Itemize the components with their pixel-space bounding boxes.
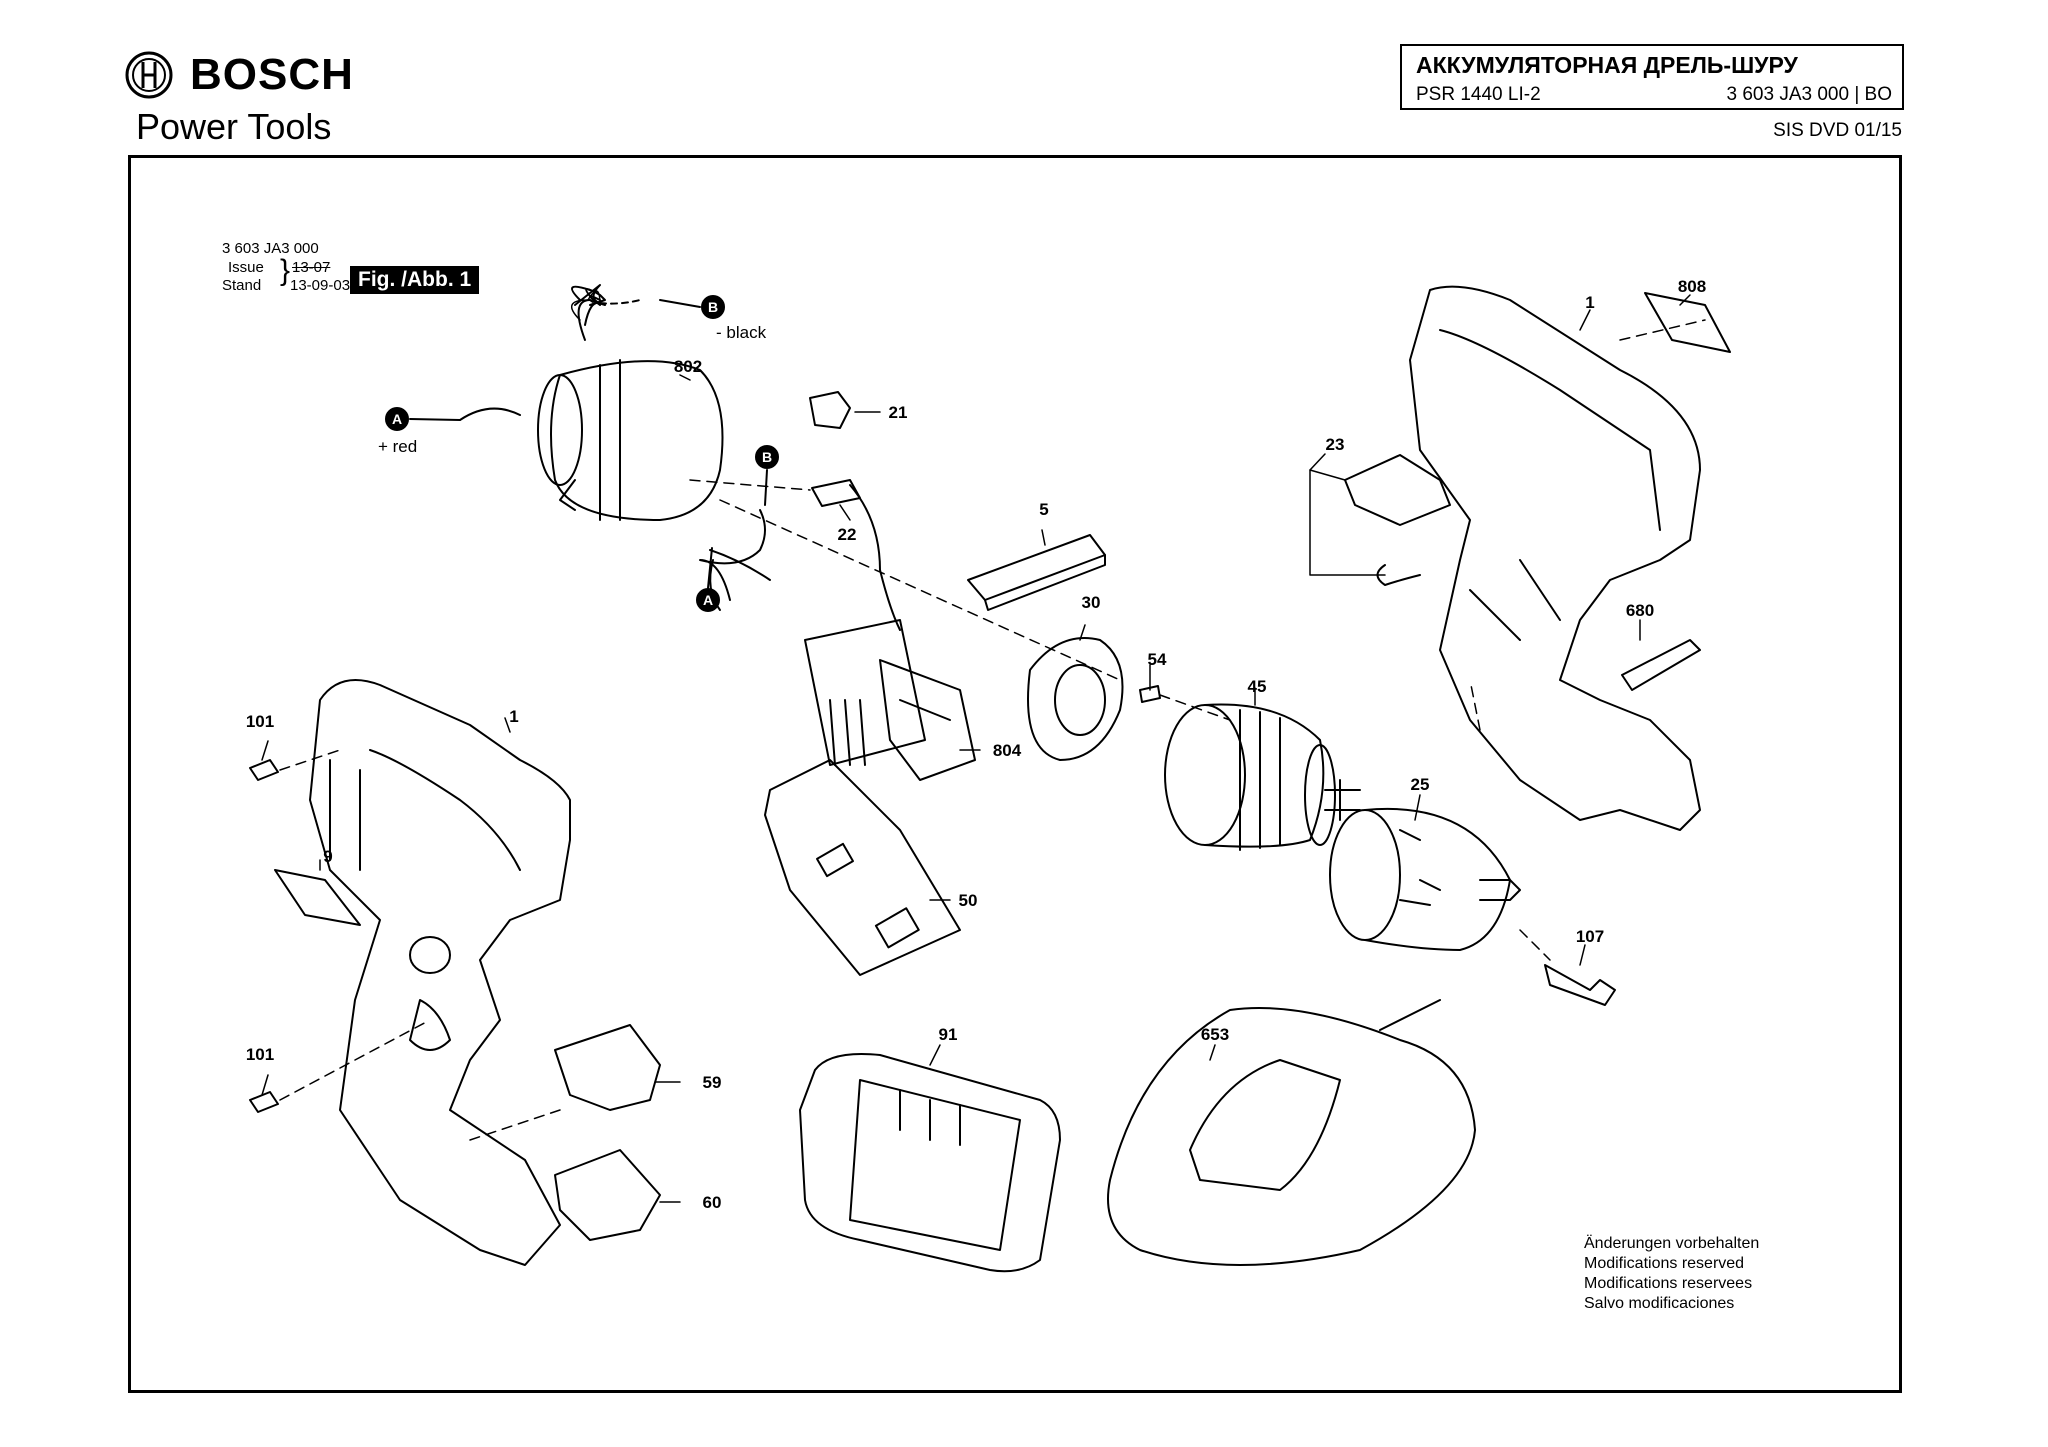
part-label-802: 802 <box>674 357 702 376</box>
badge-a-top-letter: A <box>392 411 402 427</box>
pcb-50 <box>764 699 961 976</box>
wire-red-label: + red <box>378 437 417 456</box>
part-label-45: 45 <box>1248 677 1267 696</box>
switch-module-804 <box>804 619 976 781</box>
title-box: АККУМУЛЯТОРНАЯ ДРЕЛЬ-ШУРУ PSR 1440 LI-2 … <box>1400 44 1904 110</box>
issue-value: 13-07 <box>292 259 331 276</box>
part-label-1-left: 1 <box>509 707 518 726</box>
ring-30 <box>1027 637 1124 761</box>
part-label-101-bottom: 101 <box>246 1045 274 1064</box>
connection-b-mid <box>755 445 779 469</box>
note-es: Salvo modificaciones <box>1584 1295 1735 1312</box>
wire-black-label: - black <box>716 323 767 342</box>
part-label-23: 23 <box>1326 435 1345 454</box>
part-label-107: 107 <box>1576 927 1604 946</box>
part-label-91: 91 <box>939 1025 958 1044</box>
document-title: АККУМУЛЯТОРНАЯ ДРЕЛЬ-ШУРУ <box>1416 52 1798 78</box>
brand-name: BOSCH <box>190 50 354 99</box>
model-code: 3 603 JA3 000 | BO <box>1726 84 1893 105</box>
part-label-60: 60 <box>703 1193 722 1212</box>
label-9 <box>274 869 361 926</box>
part-label-653: 653 <box>1201 1025 1229 1044</box>
badge-a-bottom-letter: A <box>703 592 713 608</box>
charger-653 <box>1107 999 1476 1266</box>
modification-notes: Änderungen vorbehalten Modifications res… <box>1584 1234 1759 1314</box>
part-label-5: 5 <box>1039 500 1048 519</box>
part-label-59: 59 <box>703 1073 722 1092</box>
part-label-101-top: 101 <box>246 712 274 731</box>
wire-red <box>459 407 521 421</box>
connection-a-top <box>385 407 409 431</box>
part-label-1-right: 1 <box>1585 293 1594 312</box>
bosch-logo: BOSCH <box>124 50 354 100</box>
part-label-808: 808 <box>1678 277 1706 296</box>
connector-21 <box>809 391 851 429</box>
connection-b-top <box>701 295 725 319</box>
cover-59 <box>554 1024 661 1111</box>
badge-b-mid-letter: B <box>762 449 772 465</box>
bit-680 <box>1621 639 1701 691</box>
slider-5 <box>967 534 1106 601</box>
brand-subtitle: Power Tools <box>136 106 332 147</box>
stand-label: Stand <box>222 277 262 294</box>
gearbox-45 <box>1164 703 1361 851</box>
sis-dvd-label: SIS DVD 01/15 <box>1773 120 1902 141</box>
issue-label: Issue <box>228 259 264 276</box>
lock-23 <box>1344 454 1451 526</box>
housing-left-1 <box>309 679 571 1266</box>
part-label-25: 25 <box>1411 775 1430 794</box>
battery-91 <box>799 1053 1061 1273</box>
housing-right-1 <box>1409 285 1701 831</box>
part-label-30: 30 <box>1082 593 1101 612</box>
screw-107 <box>1544 964 1616 1006</box>
screw-101-bottom <box>249 1091 279 1113</box>
label-808 <box>1644 292 1731 353</box>
brace-glyph: } <box>280 254 291 287</box>
note-de: Änderungen vorbehalten <box>1584 1235 1760 1252</box>
chuck-25 <box>1329 807 1521 951</box>
part-label-680: 680 <box>1626 601 1654 620</box>
note-fr: Modifications reservees <box>1584 1275 1753 1292</box>
part-label-54: 54 <box>1148 650 1167 669</box>
motor-802 <box>537 285 724 521</box>
figure-label: Fig. /Abb. 1 <box>350 266 480 294</box>
model-name: PSR 1440 LI-2 <box>1416 84 1541 105</box>
screw-101-top <box>249 759 279 781</box>
note-en: Modifications reserved <box>1584 1255 1745 1272</box>
part-label-21: 21 <box>889 403 908 422</box>
part-label-9: 9 <box>323 847 332 866</box>
connector-22 <box>811 479 861 507</box>
part-number: 3 603 JA3 000 <box>222 240 319 257</box>
cover-60 <box>554 1149 661 1241</box>
screw-54 <box>1139 685 1161 703</box>
part-label-50: 50 <box>959 891 978 910</box>
part-label-22: 22 <box>838 525 857 544</box>
part-label-804: 804 <box>993 741 1022 760</box>
badge-b-top-letter: B <box>708 299 718 315</box>
diagram-frame <box>128 155 1902 1393</box>
stand-value: 13-09-03 <box>290 277 351 294</box>
bosch-armature-icon <box>125 51 173 99</box>
